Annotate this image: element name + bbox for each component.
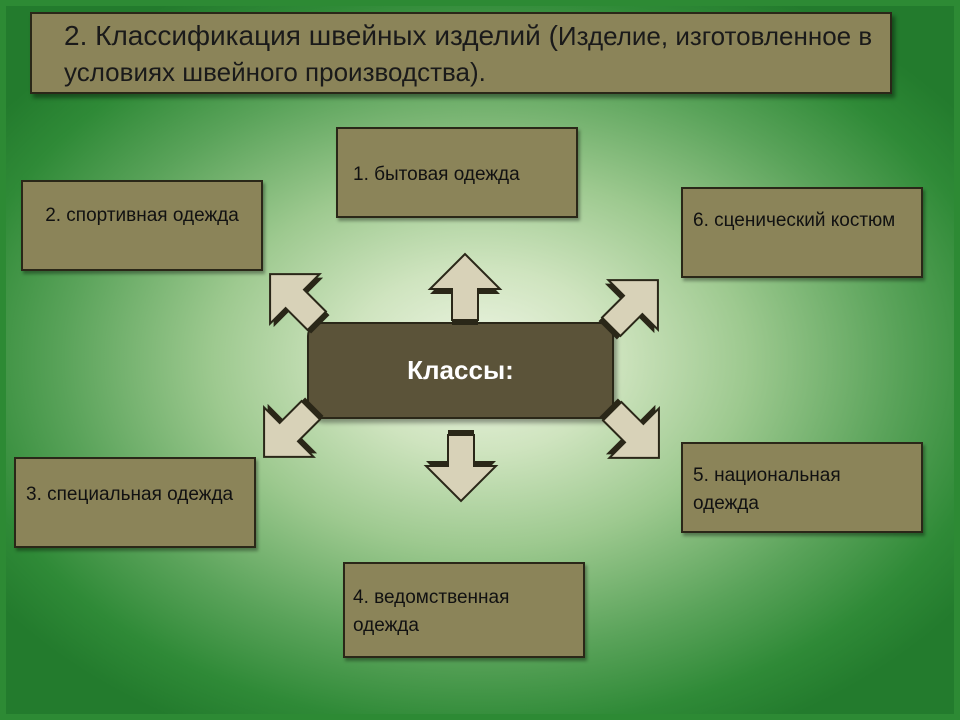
- arrow-up-icon: [429, 253, 501, 326]
- arrow-down-right-icon: [582, 381, 685, 484]
- arrow-down-icon: [425, 429, 497, 502]
- center-node: Классы:: [307, 322, 614, 419]
- center-label: Классы:: [407, 355, 514, 385]
- arrow-down-left-icon: [238, 380, 341, 483]
- slide-title: 2. Классификация швейных изделий (Издели…: [30, 12, 892, 94]
- class-box-5: 5. национальная одежда: [681, 442, 923, 533]
- arrow-up-right-icon: [581, 254, 684, 357]
- class-box-2: 2. спортивная одежда: [21, 180, 263, 271]
- class-box-1: 1. бытовая одежда: [336, 127, 578, 218]
- arrow-up-left-icon: [244, 248, 347, 351]
- title-subtitle: Изделие, изготовленное в условиях швейно…: [64, 21, 873, 87]
- title-main: 2. Классификация швейных изделий (: [64, 20, 558, 51]
- class-box-4: 4. ведомственная одежда: [343, 562, 585, 658]
- class-box-3: 3. специальная одежда: [14, 457, 256, 548]
- class-box-6: 6. сценический костюм: [681, 187, 923, 278]
